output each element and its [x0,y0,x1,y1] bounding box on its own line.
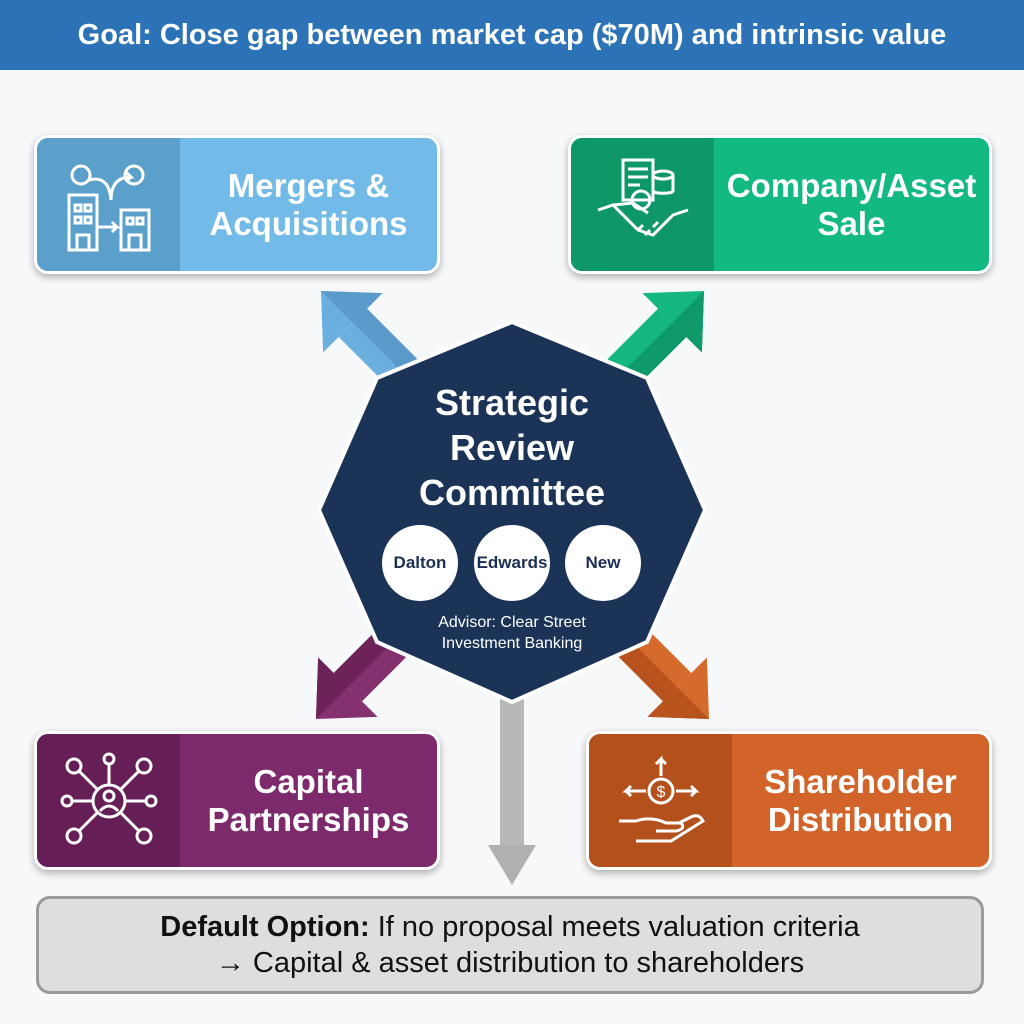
committee-title: Strategic Review Committee [380,380,644,515]
default-option-text: If no proposal meets valuation criteria [369,911,860,943]
goal-text: Goal: Close gap between market cap ($70M… [77,18,947,51]
committee-octagon [316,319,708,705]
default-line-1: Default Option: If no proposal meets val… [39,909,981,945]
handshake-icon [571,138,714,271]
default-option-box: Default Option: If no proposal meets val… [36,896,984,994]
title-line: Strategic [434,382,590,423]
arrow-down-default [488,690,536,885]
network-icon [37,734,180,867]
option-label: Company/Asset Sale [726,166,977,242]
merger-buildings-icon [37,138,180,271]
advisor-text: Advisor: Clear Street Investment Banking [380,612,644,654]
member-new: New [565,525,641,601]
hand-dollar-icon: $ [589,734,732,867]
goal-banner: Goal: Close gap between market cap ($70M… [0,0,1024,70]
option-capital[interactable]: Capital Partnerships [34,731,440,870]
svg-text:$: $ [656,784,665,801]
default-option-heading: Default Option: [160,911,370,943]
option-label: Capital Partnerships [207,762,410,838]
member-dalton: Dalton [382,525,458,601]
advisor-line: Advisor: Clear Street [438,614,586,631]
option-label: Shareholder Distribution [764,762,957,838]
option-distribution[interactable]: $ Shareholder Distribution [586,731,992,870]
default-line-2: → Capital & asset distribution to shareh… [215,947,805,979]
title-line: Review [449,427,575,468]
title-line: Committee [418,472,606,513]
advisor-line: Investment Banking [441,635,583,652]
option-label: Mergers & Acquisitions [209,166,408,242]
member-edwards: Edwards [474,525,550,601]
option-mergers[interactable]: Mergers & Acquisitions [34,135,440,274]
option-sale[interactable]: Company/Asset Sale [568,135,992,274]
